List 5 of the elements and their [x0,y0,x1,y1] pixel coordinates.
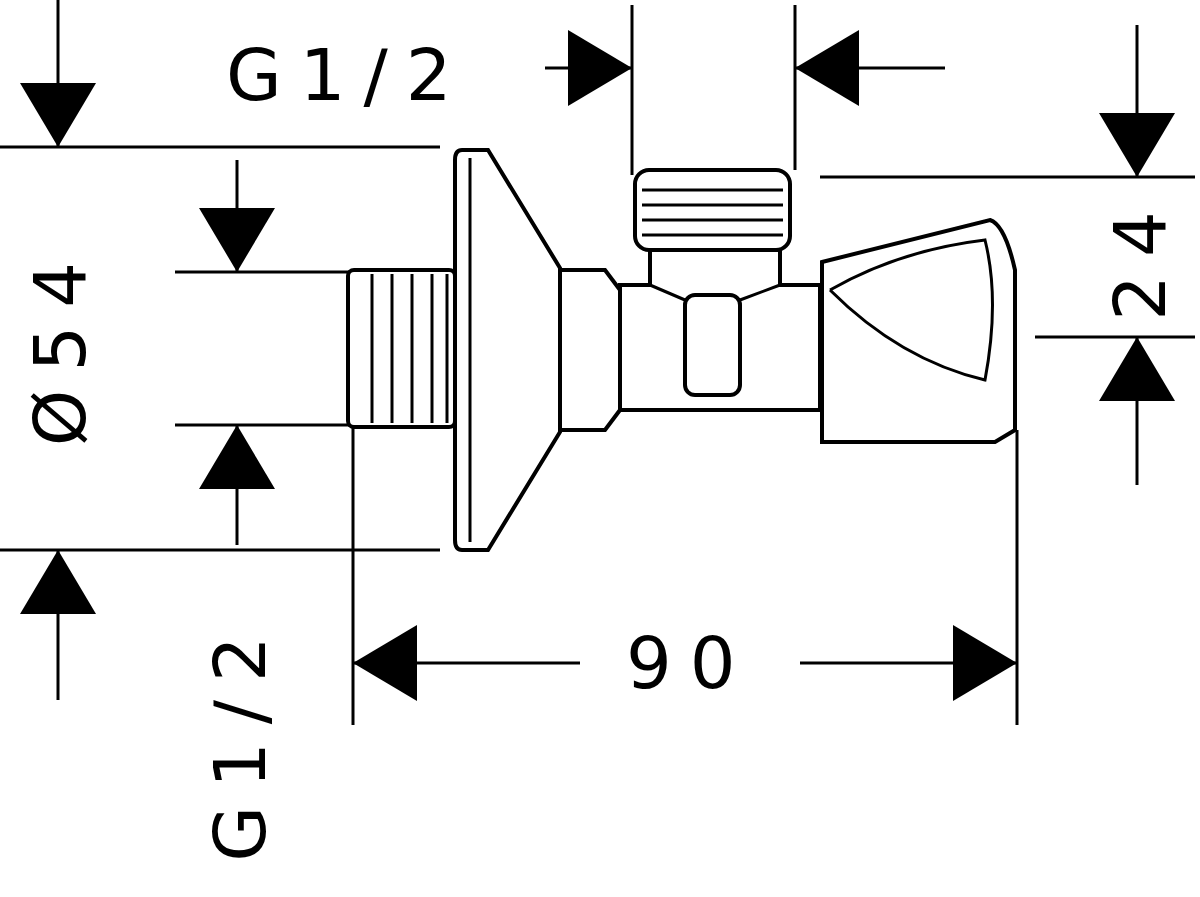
dimension-label: G1/2 [226,39,470,111]
dimension-label: Ø54 [24,243,97,447]
dimension-label: 90 [626,627,754,699]
dimension-label: 24 [1103,193,1176,321]
dimension-label: G1/2 [203,618,276,862]
